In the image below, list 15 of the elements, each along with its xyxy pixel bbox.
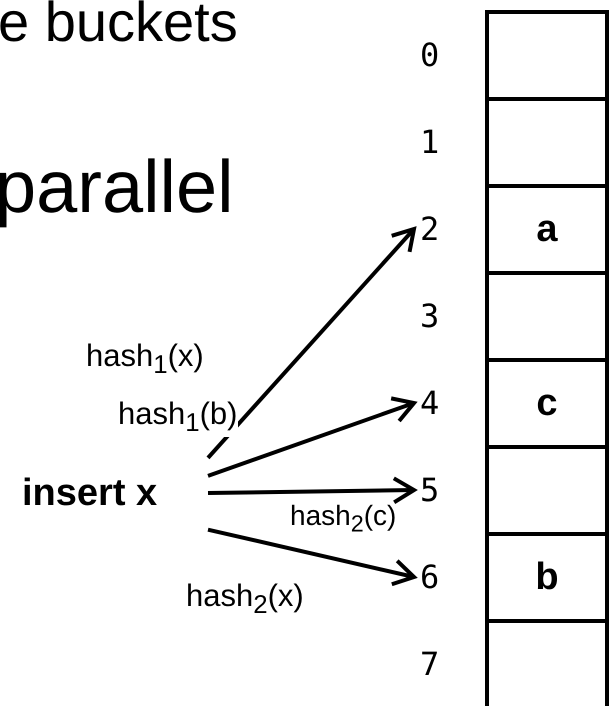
index-number: 3	[420, 300, 440, 332]
index-number: 0	[420, 39, 440, 71]
index-number: 7	[420, 648, 440, 680]
index-number: 2	[420, 213, 440, 245]
index-number: 1	[420, 126, 440, 158]
arrow	[208, 476, 416, 504]
arrow	[206, 227, 416, 460]
index-number: 6	[420, 561, 440, 593]
index-number: 5	[420, 474, 440, 506]
heading-text: e buckets	[0, 0, 238, 50]
arrow	[207, 396, 416, 478]
index-number: 4	[420, 387, 440, 419]
arrow	[208, 528, 416, 586]
operation-text: insert x	[22, 454, 208, 532]
hash-label: hash$_{2}$(c)	[290, 502, 396, 536]
